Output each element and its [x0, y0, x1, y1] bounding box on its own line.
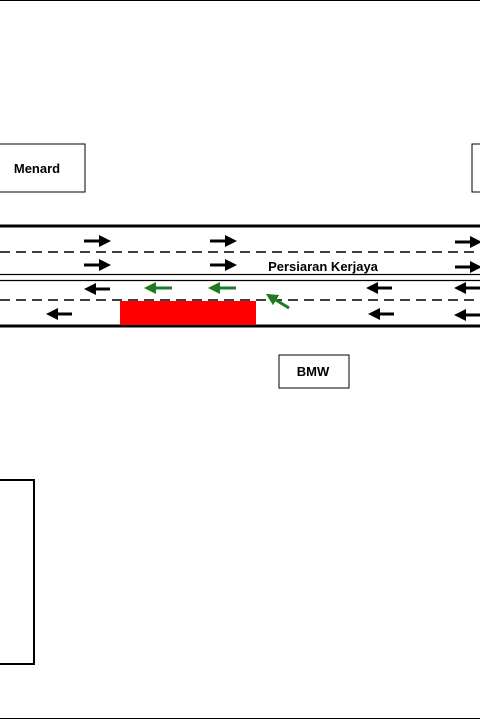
building-bmw: BMW: [278, 354, 350, 389]
building-left-lower: [0, 479, 35, 665]
blocked-zone: [120, 301, 256, 325]
building-menard-label: Menard: [14, 161, 60, 176]
building-bmw-box: [278, 354, 350, 389]
arrow-merge-diagonal: [265, 293, 290, 310]
building-menard: Menard: [0, 143, 86, 193]
road-name-label: Persiaran Kerjaya: [268, 259, 379, 274]
building-bmw-label: BMW: [297, 364, 330, 379]
building-right-partial: [471, 143, 480, 193]
building-menard-box: [0, 143, 86, 193]
